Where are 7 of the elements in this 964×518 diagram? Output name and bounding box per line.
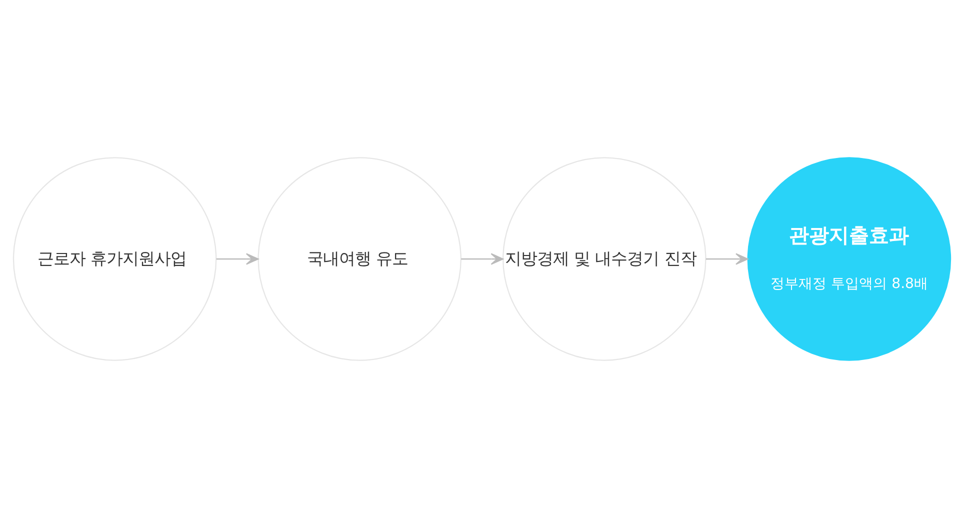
arrow	[461, 253, 504, 265]
node-circle: 근로자 휴가지원사업	[12, 157, 217, 361]
arrow	[706, 253, 748, 265]
node-circle: 지방경제 및 내수경기 진작	[502, 157, 706, 361]
arrow	[216, 253, 259, 265]
node-circle: 관광지출효과 정부재정 투입액의 8.8배	[747, 157, 952, 361]
node-circle: 국내여행 유도	[258, 157, 462, 361]
